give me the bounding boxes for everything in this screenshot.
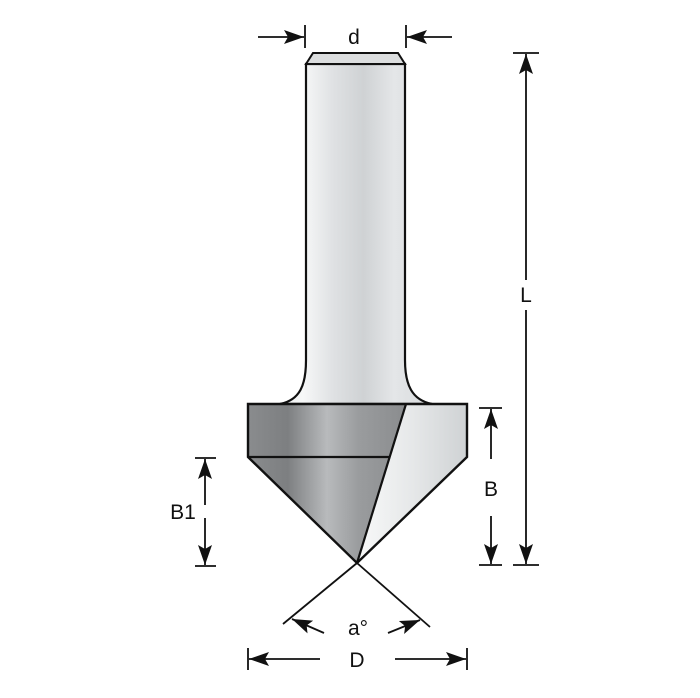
angle-lines — [282, 562, 431, 628]
dimension-l: L — [513, 52, 539, 566]
dimension-d: d — [258, 25, 452, 49]
label-b: B — [484, 478, 498, 501]
cutter-light-face — [357, 404, 467, 563]
cutter-outline — [246, 402, 469, 565]
shank-body — [279, 62, 433, 406]
dimension-b: B — [479, 407, 502, 566]
cutter-edge-line — [355, 403, 408, 564]
shank — [279, 52, 433, 406]
label-l: L — [520, 284, 532, 307]
label-angle: a° — [348, 617, 368, 640]
shank-chamfer — [304, 52, 407, 65]
cutter-dark-face — [248, 404, 406, 563]
label-b1: B1 — [170, 501, 196, 524]
dimension-b1: B1 — [170, 457, 216, 567]
label-d: d — [348, 26, 360, 49]
label-big-d: D — [349, 649, 364, 672]
cutter-head — [246, 402, 469, 565]
dimension-big-d: D — [247, 648, 468, 672]
dimension-angle: a° — [291, 617, 421, 640]
